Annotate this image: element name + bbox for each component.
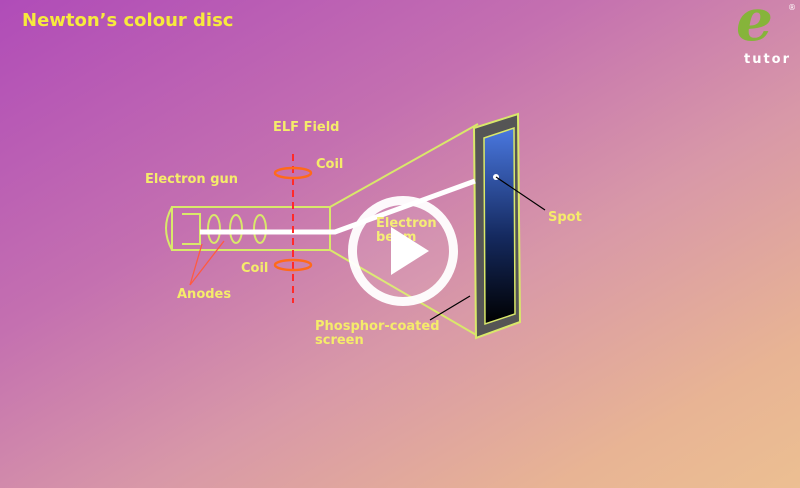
anode-1 bbox=[207, 214, 221, 244]
logo-registered: ® bbox=[788, 3, 796, 12]
anode-2 bbox=[229, 214, 243, 244]
logo-letter: e bbox=[736, 0, 773, 54]
label-electron-gun: Electron gun bbox=[145, 172, 239, 187]
label-coil-top: Coil bbox=[316, 157, 344, 172]
label-anodes: Anodes bbox=[177, 287, 232, 302]
label-screen: Phosphor-coated screen bbox=[315, 319, 440, 348]
spot-pointer bbox=[495, 176, 546, 211]
label-elf-field: ELF Field bbox=[273, 120, 340, 135]
logo-text: tutor bbox=[744, 52, 792, 67]
slide-title: Newton’s colour disc bbox=[22, 10, 234, 31]
coil-bottom bbox=[273, 258, 313, 272]
tube-end bbox=[165, 206, 173, 251]
label-spot: Spot bbox=[548, 210, 582, 225]
cathode bbox=[182, 213, 201, 245]
etutor-logo: e tutor ® bbox=[730, 0, 800, 70]
gun-tube bbox=[171, 206, 331, 251]
screen-pointer bbox=[429, 295, 471, 321]
label-coil-bottom: Coil bbox=[241, 261, 269, 276]
anode-3 bbox=[253, 214, 267, 244]
anode-pointers bbox=[189, 240, 225, 286]
phosphor-screen bbox=[483, 126, 516, 326]
coil-top bbox=[273, 166, 313, 180]
play-button[interactable] bbox=[348, 196, 458, 306]
play-icon bbox=[391, 227, 429, 275]
